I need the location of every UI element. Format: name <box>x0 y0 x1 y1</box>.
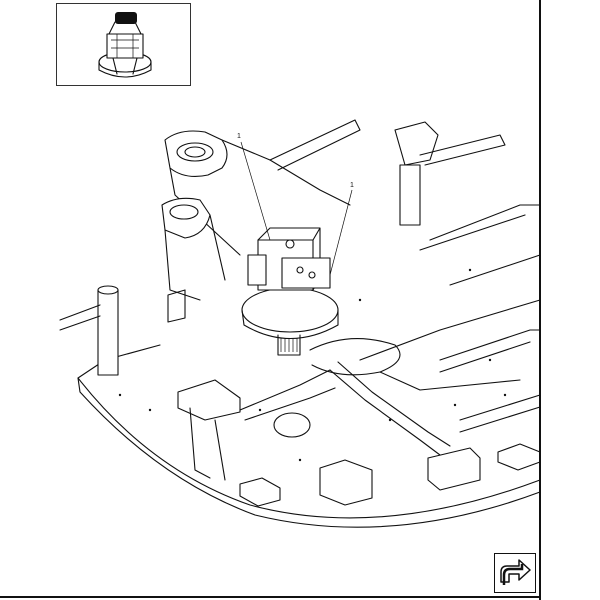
callout-label-1: 1 <box>237 133 241 140</box>
inset-thumbnail <box>56 3 191 86</box>
machine-thumbnail-icon <box>98 12 152 78</box>
curved-arrow-icon <box>500 559 531 585</box>
frame-border-bottom <box>0 596 541 598</box>
next-page-button[interactable] <box>494 553 536 593</box>
frame-border-right <box>539 0 541 600</box>
callout-label-2: 1 <box>350 182 354 189</box>
